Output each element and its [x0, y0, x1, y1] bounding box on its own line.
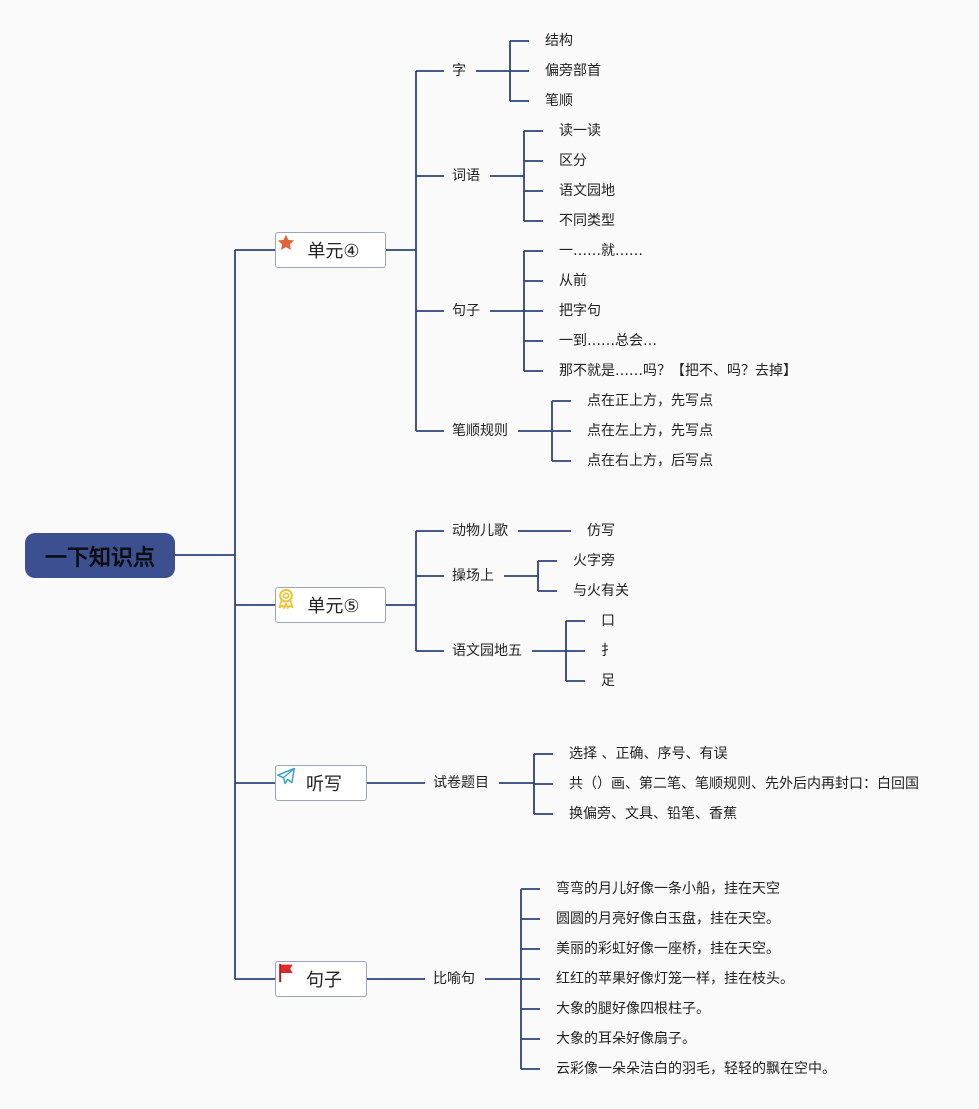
branch-label: 单元④	[307, 241, 360, 262]
leaf-item[interactable]: 点在右上方，后写点	[587, 453, 713, 469]
leaf-item[interactable]: 不同类型	[559, 213, 615, 229]
branch-node-1[interactable]: 单元④	[275, 232, 386, 268]
leaf-item[interactable]: 口	[601, 613, 615, 629]
topic-3-1[interactable]: 试卷题目	[433, 775, 489, 791]
leaf-item[interactable]: 大象的耳朵好像扇子。	[556, 1031, 696, 1047]
branch-node-4[interactable]: 句子	[275, 961, 367, 997]
topic-2-3[interactable]: 语文园地五	[452, 643, 522, 659]
root-node[interactable]: 一下知识点	[25, 533, 175, 578]
leaf-item[interactable]: 扌	[601, 643, 615, 659]
leaf-item[interactable]: 弯弯的月儿好像一条小船，挂在天空	[556, 881, 780, 897]
leaf-item[interactable]: 与火有关	[573, 583, 629, 599]
leaf-item[interactable]: 区分	[559, 153, 587, 169]
topic-2-2[interactable]: 操场上	[452, 568, 494, 584]
leaf-item[interactable]: 语文园地	[559, 183, 615, 199]
leaf-item[interactable]: 结构	[545, 33, 573, 49]
root-label: 一下知识点	[44, 545, 155, 571]
topic-1-2[interactable]: 词语	[452, 168, 480, 184]
leaf-item[interactable]: 美丽的彩虹好像一座桥，挂在天空。	[556, 941, 780, 957]
topic-1-1[interactable]: 字	[452, 63, 466, 79]
leaf-item[interactable]: 大象的腿好像四根柱子。	[556, 1001, 710, 1017]
branch-label: 听写	[306, 774, 342, 795]
leaf-item[interactable]: 一……就……	[559, 243, 643, 259]
topic-4-1[interactable]: 比喻句	[433, 971, 475, 987]
leaf-item[interactable]: 偏旁部首	[545, 63, 601, 79]
topic-2-1[interactable]: 动物儿歌	[452, 523, 508, 539]
leaf-item[interactable]: 从前	[559, 273, 587, 289]
leaf-item[interactable]: 云彩像一朵朵洁白的羽毛，轻轻的飘在空中。	[556, 1061, 836, 1077]
leaf-item[interactable]: 点在正上方，先写点	[587, 393, 713, 409]
topic-1-3[interactable]: 句子	[452, 303, 480, 319]
leaf-item[interactable]: 点在左上方，先写点	[587, 423, 713, 439]
leaf-item[interactable]: 仿写	[587, 523, 615, 539]
leaf-item[interactable]: 火字旁	[573, 553, 615, 569]
leaf-item[interactable]: 一到……总会…	[559, 333, 657, 349]
leaf-item[interactable]: 足	[601, 673, 615, 689]
branch-label: 单元⑤	[307, 596, 360, 617]
branch-node-2[interactable]: 单元⑤	[275, 587, 386, 623]
leaf-item[interactable]: 红红的苹果好像灯笼一样，挂在枝头。	[556, 971, 794, 987]
leaf-item[interactable]: 换偏旁、文具、铅笔、香蕉	[569, 806, 737, 822]
leaf-item[interactable]: 圆圆的月亮好像白玉盘，挂在天空。	[556, 911, 780, 927]
branch-label: 句子	[306, 970, 342, 991]
leaf-item[interactable]: 笔顺	[545, 93, 573, 109]
leaf-item[interactable]: 共（）画、第二笔、笔顺规则、先外后内再封口：白回国	[569, 776, 919, 792]
topic-1-4[interactable]: 笔顺规则	[452, 423, 508, 439]
branch-node-3[interactable]: 听写	[275, 765, 367, 801]
leaf-item[interactable]: 读一读	[559, 123, 601, 139]
leaf-item[interactable]: 把字句	[559, 303, 601, 319]
leaf-item[interactable]: 选择 、正确、序号、有误	[569, 746, 728, 762]
leaf-item[interactable]: 那不就是……吗？【把不、吗？去掉】	[559, 363, 797, 379]
